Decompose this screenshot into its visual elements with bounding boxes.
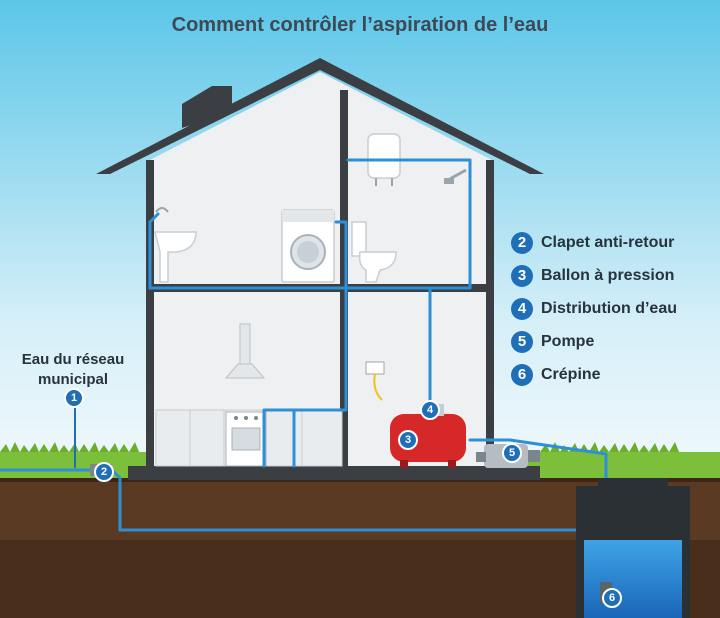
page-title: Comment contrôler l’aspiration de l’eau — [171, 14, 549, 36]
water-source-label: Eau du réseau municipal — [21, 351, 125, 388]
legend-label: Pompe — [541, 332, 595, 350]
legend-item-crepine: 6 Crépine — [511, 358, 677, 391]
marker-3-badge: 3 — [398, 430, 418, 450]
washing-machine — [281, 209, 335, 283]
legend-badge: 3 — [511, 264, 533, 287]
legend-label: Ballon à pression — [541, 266, 675, 284]
marker-4-badge: 4 — [420, 400, 440, 420]
legend-badge: 6 — [511, 363, 533, 386]
legend-label: Crépine — [541, 365, 601, 383]
shower-head — [444, 168, 467, 184]
marker-5-badge: 5 — [502, 443, 522, 463]
marker-6-badge: 6 — [602, 588, 622, 608]
legend-badge: 4 — [511, 297, 533, 320]
legend-label: Clapet anti-retour — [541, 233, 675, 251]
kitchen-counter — [155, 409, 343, 467]
house-foundation — [128, 466, 540, 480]
legend: 2 Clapet anti-retour 3 Ballon à pression… — [511, 226, 677, 391]
bathroom-sink — [154, 207, 197, 283]
chimney — [182, 86, 232, 128]
marker-1-leader — [74, 408, 76, 468]
legend-badge: 2 — [511, 231, 533, 254]
legend-item-distribution: 4 Distribution d’eau — [511, 292, 677, 325]
legend-badge: 5 — [511, 330, 533, 353]
legend-label: Distribution d’eau — [541, 299, 677, 317]
legend-item-ballon: 3 Ballon à pression — [511, 259, 677, 292]
marker-2-badge: 2 — [94, 462, 114, 482]
electrical-outlet — [365, 361, 385, 401]
well — [576, 478, 690, 618]
legend-item-pompe: 5 Pompe — [511, 325, 677, 358]
water-heater — [367, 133, 401, 186]
legend-item-clapet: 2 Clapet anti-retour — [511, 226, 677, 259]
toilet — [351, 221, 397, 283]
range-hood — [224, 323, 266, 379]
marker-1-badge: 1 — [64, 388, 84, 408]
